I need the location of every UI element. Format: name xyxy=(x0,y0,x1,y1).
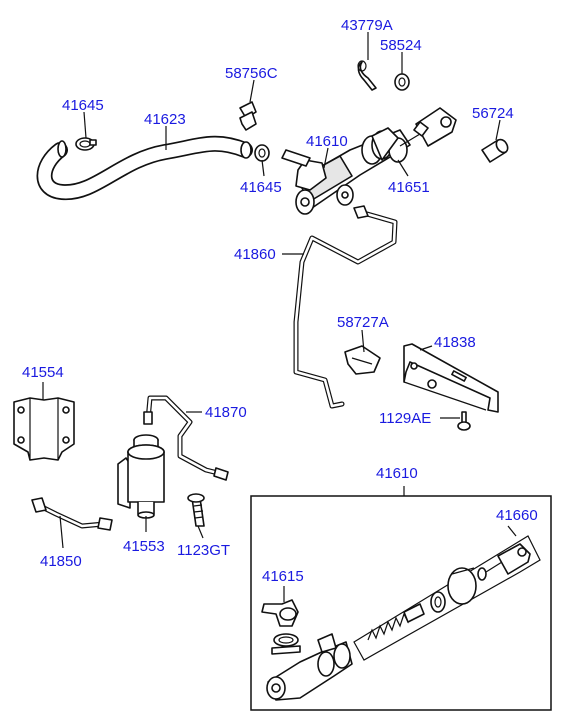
label-41645-top: 41645 xyxy=(62,97,104,114)
label-41838: 41838 xyxy=(434,334,476,351)
flexible-hose xyxy=(31,497,113,531)
release-tube xyxy=(143,395,229,481)
label-41870: 41870 xyxy=(205,404,247,421)
label-41651: 41651 xyxy=(388,179,430,196)
label-41610-box: 41610 xyxy=(376,465,418,482)
label-58727A: 58727A xyxy=(337,314,389,331)
cylinder-bracket xyxy=(13,397,75,461)
part-labels: 43779A 58524 58756C 41645 41623 41610 56… xyxy=(22,17,538,585)
label-41610-top: 41610 xyxy=(306,133,348,150)
clutch-tube xyxy=(293,205,398,409)
hose-clamp-right xyxy=(254,144,270,162)
label-58756C: 58756C xyxy=(225,65,278,82)
clevis-pin xyxy=(481,138,509,163)
clutch-master-cylinder xyxy=(281,107,457,215)
label-1129AE: 1129AE xyxy=(379,410,431,427)
label-58524: 58524 xyxy=(380,37,422,54)
label-41645-mid: 41645 xyxy=(240,179,282,196)
cotter-pin xyxy=(357,60,377,91)
bracket-bolt xyxy=(457,411,471,431)
label-56724: 56724 xyxy=(472,105,514,122)
leader-lines xyxy=(42,32,501,602)
release-cylinder xyxy=(117,434,165,519)
label-41660: 41660 xyxy=(496,507,538,524)
washer xyxy=(394,73,410,91)
label-41554: 41554 xyxy=(22,364,64,381)
label-41860: 41860 xyxy=(234,246,276,263)
tube-bracket xyxy=(403,343,499,413)
label-1123GT: 1123GT xyxy=(177,542,230,559)
label-41615: 41615 xyxy=(262,568,304,585)
label-43779A: 43779A xyxy=(341,17,393,34)
hose-clamp-left xyxy=(75,137,97,151)
tube-clip xyxy=(344,345,381,375)
label-41850: 41850 xyxy=(40,553,82,570)
master-cylinder-kit xyxy=(250,486,552,711)
hose-clip xyxy=(239,101,257,131)
label-41553: 41553 xyxy=(123,538,165,555)
label-41623: 41623 xyxy=(144,111,186,128)
reservoir-hose xyxy=(36,135,253,201)
cylinder-bolt xyxy=(187,493,205,527)
